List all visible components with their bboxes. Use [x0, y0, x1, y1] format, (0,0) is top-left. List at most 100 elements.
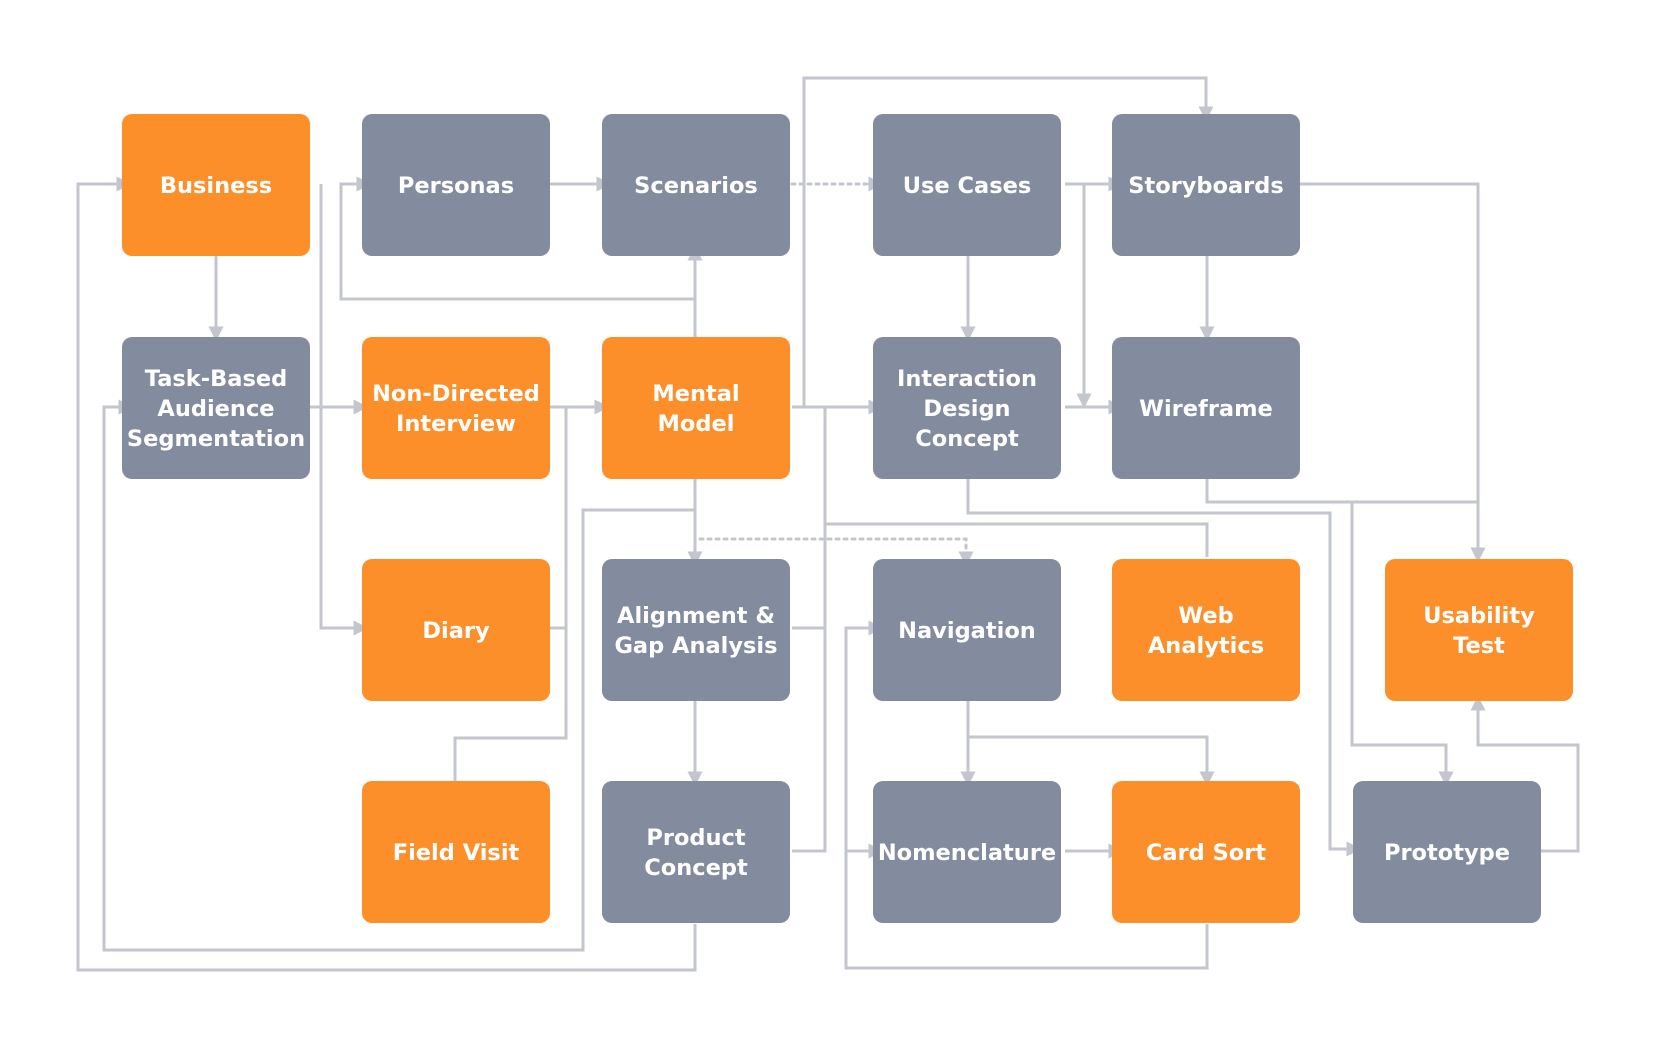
node-label-line: Non-Directed: [372, 381, 540, 407]
node-label-line: Gap Analysis: [614, 633, 777, 659]
node-use-cases: Use Cases: [873, 114, 1061, 256]
node-label-storyboards: Storyboards: [1128, 173, 1284, 199]
node-box-use-cases: [873, 114, 1061, 256]
node-label-line: Storyboards: [1128, 173, 1284, 199]
node-label-use-cases: Use Cases: [903, 173, 1032, 199]
node-label-line: Navigation: [898, 618, 1036, 644]
node-label-line: Diary: [422, 618, 490, 644]
node-navigation: Navigation: [873, 559, 1061, 701]
node-label-line: Concept: [644, 855, 748, 881]
node-label-field-visit: Field Visit: [393, 840, 520, 866]
node-alignment-gap-analysis: Alignment & Gap Analysis: [602, 559, 790, 701]
node-label-line: Prototype: [1384, 840, 1510, 866]
connector-mental-model-to-navigation-dotted: [698, 537, 974, 567]
node-label-prototype: Prototype: [1384, 840, 1510, 866]
node-box-nomenclature: [873, 781, 1061, 923]
node-label-line: Design: [923, 396, 1010, 422]
connector-storyboards-to-usability-test: [1290, 182, 1486, 563]
connector-mental-model-to-storyboards: [802, 76, 1214, 407]
node-label-line: Alignment &: [617, 603, 775, 629]
connector-mental-model-to-web-analytics: [823, 407, 1209, 557]
node-box-mental-model: [602, 337, 790, 479]
node-label-line: Segmentation: [127, 426, 305, 452]
node-box-usability-test: [1385, 559, 1573, 701]
node-label-line: Usability: [1423, 603, 1535, 629]
node-card-sort: Card Sort: [1112, 781, 1300, 923]
node-label-line: Web: [1178, 603, 1233, 629]
connector-field-visit-to-mental-model: [453, 628, 568, 781]
node-label-line: Wireframe: [1139, 396, 1273, 422]
connector-interaction-design-concept-to-prototype: [966, 478, 1362, 857]
node-label-wireframe: Wireframe: [1139, 396, 1273, 422]
node-box-wireframe: [1112, 337, 1300, 479]
node-business: Business: [122, 114, 310, 256]
node-label-line: Scenarios: [634, 173, 758, 199]
node-label-line: Use Cases: [903, 173, 1032, 199]
node-label-line: Concept: [915, 426, 1019, 452]
node-diary: Diary: [362, 559, 550, 701]
connector-mental-model-to-task-based-audience-segmentation: [102, 399, 695, 952]
connector-navigation-to-card-sort: [968, 735, 1215, 787]
node-field-visit: Field Visit: [362, 781, 550, 923]
connector-product-concept-to-mental-model: [792, 628, 827, 853]
node-box-product-concept: [602, 781, 790, 923]
connector-diary-to-mental-model: [550, 407, 568, 630]
node-label-line: Interview: [396, 411, 516, 437]
node-wireframe: Wireframe: [1112, 337, 1300, 479]
node-box-non-directed-interview: [362, 337, 550, 479]
node-label-line: Task-Based: [145, 366, 287, 392]
connector-card-sort-to-navigation: [844, 620, 1209, 970]
node-box-alignment-gap-analysis: [602, 559, 790, 701]
node-box-business: [122, 114, 310, 256]
connector-prototype-to-usability-test: [1470, 695, 1580, 853]
connectors: [76, 76, 1580, 972]
node-label-scenarios: Scenarios: [634, 173, 758, 199]
node-label-line: Test: [1453, 633, 1505, 659]
node-label-line: Nomenclature: [878, 840, 1056, 866]
connector-personas-to-diary: [319, 184, 369, 636]
node-label-personas: Personas: [398, 173, 514, 199]
node-scenarios: Scenarios: [602, 114, 790, 256]
node-storyboards: Storyboards: [1112, 114, 1300, 256]
node-label-line: Card Sort: [1146, 840, 1266, 866]
node-label-navigation: Navigation: [898, 618, 1036, 644]
node-label-line: Model: [658, 411, 735, 437]
node-nomenclature: Nomenclature: [873, 781, 1061, 923]
node-label-line: Analytics: [1148, 633, 1264, 659]
node-personas: Personas: [362, 114, 550, 256]
node-box-scenarios: [602, 114, 790, 256]
node-label-diary: Diary: [422, 618, 490, 644]
node-label-alignment-gap-analysis: Alignment & Gap Analysis: [614, 603, 777, 659]
node-box-prototype: [1353, 781, 1541, 923]
node-box-storyboards: [1112, 114, 1300, 256]
node-box-card-sort: [1112, 781, 1300, 923]
node-label-business: Business: [160, 173, 272, 199]
nodes: Business Personas Scenarios Use Cases Storyb…: [122, 114, 1573, 923]
connector-wireframe-to-usability-test: [1205, 478, 1478, 504]
node-label-line: Audience: [157, 396, 274, 422]
node-box-diary: [362, 559, 550, 701]
node-box-field-visit: [362, 781, 550, 923]
node-label-line: Personas: [398, 173, 514, 199]
node-box-task-based-audience-segmentation: [122, 337, 310, 479]
node-label-line: Field Visit: [393, 840, 520, 866]
node-label-line: Mental: [652, 381, 739, 407]
node-label-card-sort: Card Sort: [1146, 840, 1266, 866]
node-box-navigation: [873, 559, 1061, 701]
connector-wireframe-to-prototype: [1350, 502, 1454, 787]
node-label-line: Business: [160, 173, 272, 199]
